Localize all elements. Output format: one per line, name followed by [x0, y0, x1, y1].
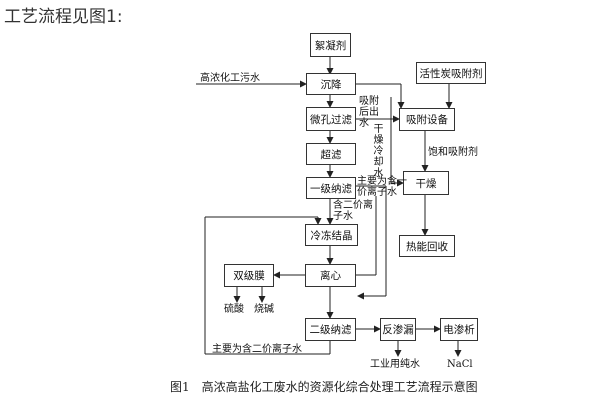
box-drying: 干燥 — [403, 171, 449, 195]
label-nacl: NaCl — [447, 359, 473, 370]
label-mainly-monovalent: 主要为含一价离子水 — [357, 176, 407, 198]
label-mainly-divalent: 主要为含二价离子水 — [212, 344, 302, 355]
label-dry-cooling-water: 干燥冷却水 — [373, 124, 384, 179]
box-freeze-crystallization: 冷冻结晶 — [305, 224, 358, 246]
box-electrodialysis: 电渗析 — [440, 318, 478, 341]
box-centrifuge: 离心 — [305, 264, 356, 287]
box-flocculant: 絮凝剂 — [310, 33, 351, 57]
box-heat-recovery: 热能回收 — [399, 235, 455, 257]
box-secondary-nanofiltration: 二级纳滤 — [305, 318, 356, 341]
box-reverse-osmosis: 反渗漏 — [380, 318, 416, 341]
box-ultrafiltration: 超滤 — [306, 143, 356, 165]
box-primary-nanofiltration: 一级纳滤 — [306, 177, 356, 199]
box-microfiltration: 微孔过滤 — [306, 107, 356, 131]
label-saturated-adsorbent: 饱和吸附剂 — [428, 147, 478, 158]
box-adsorption-equipment: 吸附设备 — [399, 108, 455, 131]
label-caustic-soda: 烧碱 — [254, 304, 274, 315]
page-heading: 工艺流程见图1: — [4, 7, 123, 27]
box-bipolar-membrane: 双级膜 — [224, 264, 274, 287]
box-sedimentation: 沉降 — [306, 73, 356, 95]
label-post-adsorption-water: 吸附后出水 — [359, 96, 379, 129]
box-activated-carbon-adsorbent: 活性炭吸附剂 — [416, 62, 486, 84]
figure-caption: 图1 高浓高盐化工废水的资源化综合处理工艺流程示意图 — [170, 380, 478, 394]
label-contains-divalent: 含二价离子水 — [333, 200, 373, 222]
label-high-conc-wastewater: 高浓化工污水 — [200, 73, 260, 84]
label-sulfuric-acid: 硫酸 — [224, 304, 244, 315]
label-industrial-pure-water: 工业用纯水 — [370, 359, 420, 370]
